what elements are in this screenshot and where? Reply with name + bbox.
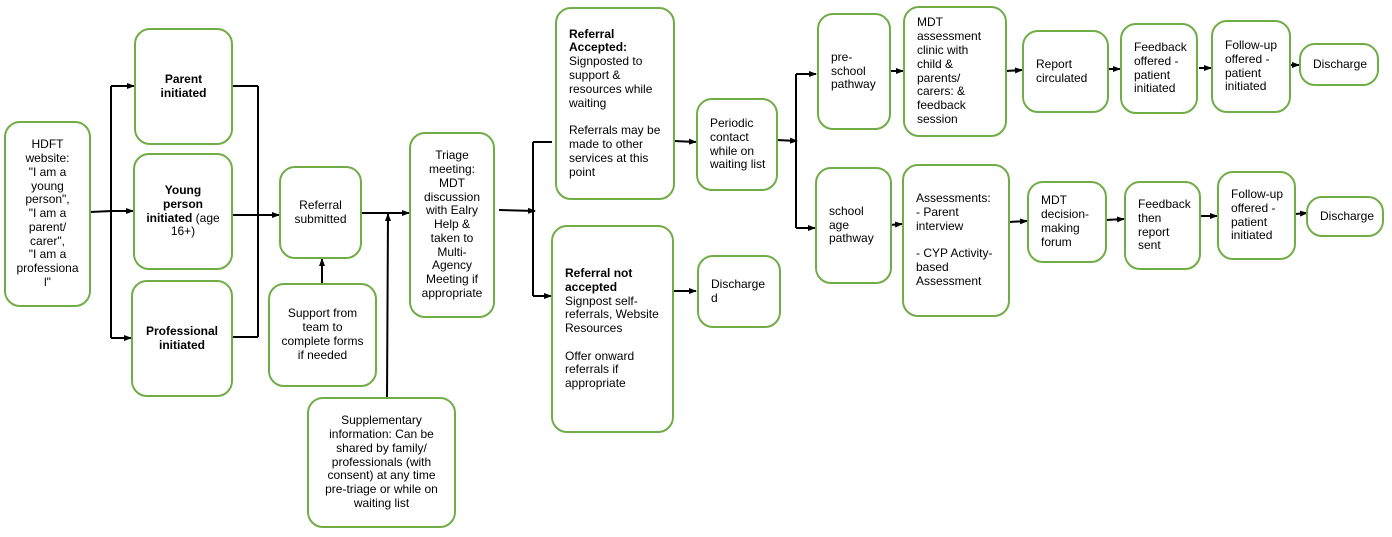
arrow-accepted-to-periodic	[673, 138, 697, 145]
node-feedback-report-sent-text: Feedback then report sent	[1138, 196, 1191, 253]
node-referral-not-accepted-text: Referral not accepted Signpost self- ref…	[565, 265, 659, 391]
node-follow-up-school: Follow-up offered - patient initiated	[1217, 171, 1296, 260]
node-mdt-decision-forum: MDT decision- making forum	[1027, 181, 1107, 263]
node-feedback-report-sent: Feedback then report sent	[1124, 181, 1201, 270]
node-pre-school-pathway: pre- school pathway	[817, 13, 891, 130]
node-hdft-website: HDFT website: "I am a young person", "I …	[4, 121, 91, 307]
arrow-mdt-clinic-to-report	[1005, 67, 1023, 74]
arrow-mdt-forum-to-feedback	[1105, 216, 1125, 223]
node-young-person-initiated: Young person initiated (age 16+)	[133, 153, 233, 270]
node-mdt-assessment-clinic-text: MDT assessment clinic with child & paren…	[917, 15, 982, 126]
node-periodic-contact: Periodic contact while on waiting list	[696, 98, 778, 191]
node-assessments-text: Assessments: - Parent interview - CYP Ac…	[916, 191, 993, 288]
node-referral-not-accepted: Referral not accepted Signpost self- ref…	[551, 225, 674, 433]
connector-triage-to-bus	[498, 207, 536, 214]
node-assessments: Assessments: - Parent interview - CYP Ac…	[902, 164, 1010, 317]
node-follow-up-school-text: Follow-up offered - patient initiated	[1231, 186, 1284, 243]
node-mdt-decision-forum-text: MDT decision- making forum	[1041, 193, 1090, 249]
node-referral-accepted-text: Referral Accepted: Signposted to support…	[569, 26, 661, 180]
node-school-age-pathway-text: school age pathway	[829, 203, 874, 246]
node-discharge-school-text: Discharge	[1320, 208, 1375, 223]
node-follow-up-preschool-text: Follow-up offered - patient initiated	[1225, 37, 1278, 94]
node-report-circulated-text: Report circulated	[1036, 56, 1088, 85]
node-discharged-text: Discharge d	[711, 276, 766, 305]
node-young-person-initiated-text: Young person initiated (age 16+)	[146, 182, 220, 239]
node-discharge-school: Discharge	[1306, 196, 1384, 237]
node-feedback-offered-text: Feedback offered - patient initiated	[1134, 39, 1187, 96]
node-report-circulated: Report circulated	[1022, 30, 1109, 113]
node-supplementary-information: Supplementary information: Can be shared…	[307, 397, 456, 528]
node-referral-not-accepted-body: Signpost self- referrals, Website Resour…	[565, 293, 659, 391]
node-support-from-team-text: Support from team to complete forms if n…	[281, 306, 364, 362]
node-supplementary-information-text: Supplementary information: Can be shared…	[325, 413, 438, 510]
arrow-assessments-to-mdt-forum	[1008, 218, 1028, 225]
node-referral-submitted: Referral submitted	[279, 166, 362, 259]
node-discharge-preschool-text: Discharge	[1313, 56, 1368, 71]
connector-periodic-to-bus	[776, 137, 798, 144]
node-triage-meeting: Triage meeting: MDT discussion with Ealr…	[409, 132, 495, 318]
node-school-age-pathway: school age pathway	[815, 167, 892, 284]
node-referral-not-accepted-heading: Referral not accepted	[565, 265, 633, 294]
node-feedback-offered: Feedback offered - patient initiated	[1120, 23, 1198, 114]
node-hdft-website-text: HDFT website: "I am a young person", "I …	[16, 137, 79, 290]
node-professional-initiated: Professional initiated	[131, 280, 233, 397]
node-parent-initiated: Parent initiated	[134, 28, 233, 145]
node-professional-initiated-text: Professional initiated	[145, 323, 219, 352]
node-parent-initiated-text: Parent initiated	[160, 71, 207, 100]
node-discharge-preschool: Discharge	[1299, 43, 1379, 86]
node-pre-school-pathway-text: pre- school pathway	[831, 49, 876, 92]
node-discharged: Discharge d	[697, 255, 781, 328]
node-follow-up-preschool: Follow-up offered - patient initiated	[1211, 20, 1291, 113]
node-young-person-initiated-bold: Young person initiated	[146, 182, 203, 225]
node-triage-meeting-text: Triage meeting: MDT discussion with Ealr…	[421, 148, 483, 301]
node-referral-accepted: Referral Accepted: Signposted to support…	[555, 7, 675, 200]
node-support-from-team: Support from team to complete forms if n…	[268, 283, 377, 387]
connector-website-to-bus	[89, 210, 113, 213]
node-referral-accepted-body: Signposted to support & resources while …	[569, 54, 661, 179]
node-periodic-contact-text: Periodic contact while on waiting list	[710, 115, 766, 172]
node-referral-submitted-text: Referral submitted	[294, 197, 347, 226]
node-mdt-assessment-clinic: MDT assessment clinic with child & paren…	[903, 6, 1007, 137]
node-referral-accepted-heading: Referral Accepted:	[569, 26, 628, 55]
arrow-supplementary-to-flow	[384, 213, 391, 399]
node-young-person-initiated-age: (age 16+)	[170, 210, 220, 239]
